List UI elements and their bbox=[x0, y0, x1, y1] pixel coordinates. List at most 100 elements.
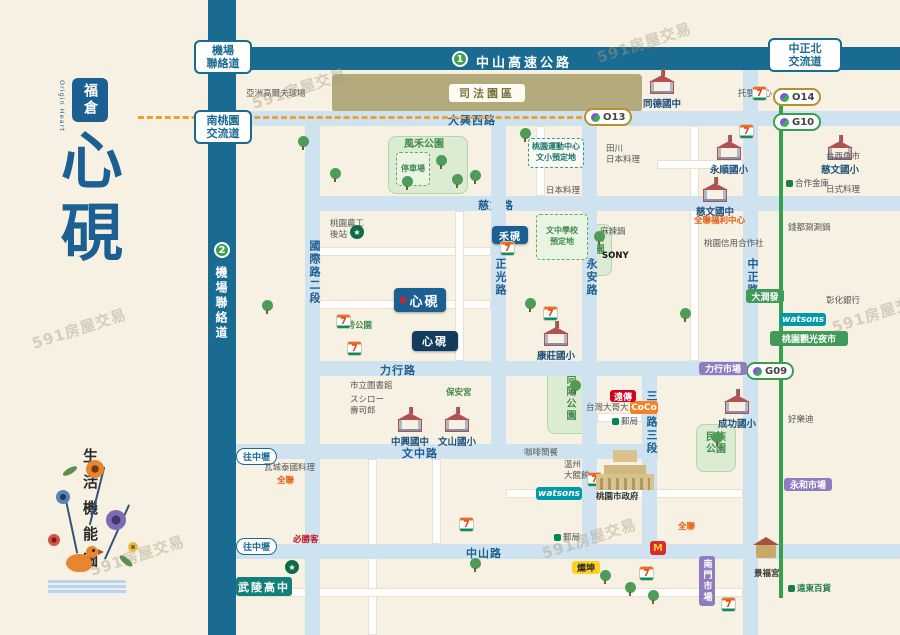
poi-label: 亞洲高爾夫球場 bbox=[246, 89, 306, 99]
tree-icon bbox=[470, 558, 481, 572]
seven-eleven-icon: 7 bbox=[459, 517, 474, 532]
road bbox=[582, 126, 597, 559]
brand-logo: 福倉 bbox=[72, 78, 108, 122]
metro-station-code: G09 bbox=[765, 365, 788, 377]
tree-icon bbox=[402, 176, 413, 190]
bird-eye-icon bbox=[92, 549, 95, 552]
seven-eleven-icon: 7 bbox=[500, 241, 515, 256]
seven-eleven-icon: 7 bbox=[739, 124, 754, 139]
road-label: 永安路 bbox=[585, 258, 598, 297]
poi-label: 彰化銀行 bbox=[826, 296, 861, 306]
poi-label: 合作金庫 bbox=[786, 179, 829, 190]
project-marker: 禾硯 bbox=[492, 226, 528, 244]
school-icon bbox=[724, 389, 750, 414]
road-label: 力行路 bbox=[380, 364, 416, 377]
tree-icon bbox=[298, 136, 309, 150]
coco-tag: CoCo bbox=[630, 401, 658, 414]
school-icon bbox=[702, 177, 728, 202]
minor-road bbox=[597, 413, 642, 422]
tree-icon bbox=[330, 168, 341, 182]
airport-link-number-badge: 2 bbox=[214, 242, 230, 258]
starbucks-icon: ★ bbox=[285, 560, 299, 574]
seven-eleven-icon: 7 bbox=[543, 306, 558, 321]
school-icon bbox=[827, 135, 853, 160]
poi-label: 桃園市政府 bbox=[596, 492, 639, 502]
airport-link-label: 機場聯絡道 bbox=[214, 266, 228, 341]
direction-label: 往中壢 bbox=[236, 538, 278, 555]
post-office-icon bbox=[612, 418, 619, 425]
poi-label: 台西魚市 bbox=[826, 152, 861, 162]
tree-icon bbox=[436, 155, 447, 169]
school-label: 慈文國小 bbox=[820, 165, 859, 176]
poi-label: 好樂迪 bbox=[788, 415, 814, 425]
road bbox=[236, 444, 658, 459]
poi-label: 麻辣鍋 bbox=[600, 227, 626, 237]
poi-label: 日式料理 bbox=[826, 185, 861, 195]
metro-station-o13: O13 bbox=[584, 108, 633, 126]
bird-head-icon bbox=[86, 546, 98, 558]
road-label: 文中路 bbox=[402, 447, 438, 460]
tree-icon bbox=[470, 170, 481, 184]
starbucks-icon: ★ bbox=[350, 225, 364, 239]
yonghe-market-tag: 永和市場 bbox=[784, 478, 832, 491]
poi-label: 市立圖書館 bbox=[350, 381, 393, 391]
metro-station-g10: G10 bbox=[773, 113, 822, 131]
judicial-park-area: 司法園區 bbox=[332, 74, 642, 112]
floral-decoration bbox=[0, 430, 170, 635]
flower-icon bbox=[128, 542, 138, 552]
mcdonalds-icon: M bbox=[650, 541, 666, 555]
fetnet-tag: 遠傳 bbox=[610, 390, 636, 403]
school-icon bbox=[444, 407, 470, 432]
minor-road bbox=[318, 247, 491, 256]
seven-eleven-icon: 7 bbox=[347, 341, 362, 356]
freeway-label: 中山高速公路 bbox=[476, 56, 573, 71]
road bbox=[305, 126, 320, 635]
school: 成功國小 bbox=[715, 389, 759, 430]
airport-link-road bbox=[208, 0, 236, 635]
flower-icon bbox=[86, 460, 104, 478]
minor-road bbox=[657, 160, 743, 169]
school-icon bbox=[397, 407, 423, 432]
park-label: 公園 bbox=[591, 232, 603, 256]
brand-seal-icon bbox=[400, 297, 407, 303]
metro-logo-icon bbox=[591, 112, 600, 122]
tree-icon bbox=[594, 231, 605, 245]
nanmen-market-tag: 南門市場 bbox=[699, 556, 715, 606]
tree-icon bbox=[712, 432, 723, 446]
poi-label: 桃園農工後站 bbox=[330, 219, 365, 241]
project-marker-label: 心硯 bbox=[422, 335, 448, 348]
project-marker: 心硯 bbox=[394, 288, 446, 312]
reserved-site: 文中學校預定地 bbox=[536, 214, 588, 260]
freeway-number-badge: 1 bbox=[452, 51, 468, 67]
tree-icon bbox=[625, 582, 636, 596]
school-label: 中興國中 bbox=[390, 437, 429, 448]
school: 中興國中 bbox=[388, 407, 432, 448]
poi-label: 田川日本料理 bbox=[606, 144, 641, 166]
minor-road bbox=[455, 211, 464, 361]
poi-label: 台灣大哥大 bbox=[586, 403, 629, 413]
road-label: 三民路三段 bbox=[645, 390, 658, 455]
reserved-site: 桃園運動中心文小預定地 bbox=[528, 138, 584, 168]
road bbox=[318, 196, 900, 211]
school-icon bbox=[716, 135, 742, 160]
metro-logo-icon bbox=[780, 117, 789, 127]
tree-icon bbox=[525, 298, 536, 312]
direction-label: 往中壢 bbox=[236, 448, 278, 465]
school-wuling-box: 武陵高中 bbox=[236, 577, 292, 596]
poi-label: 桃園信用合作社 bbox=[704, 239, 764, 249]
metro-station-g09: G09 bbox=[746, 362, 795, 380]
poi-label: 瓦城泰國料理 bbox=[264, 463, 316, 473]
book-icon bbox=[48, 580, 126, 595]
park-label: 風禾公園 bbox=[404, 139, 444, 150]
interchange-label: 中正北交流道 bbox=[768, 38, 842, 72]
judicial-park-label: 司法園區 bbox=[449, 84, 525, 102]
interchange-label: 機場聯絡道 bbox=[194, 40, 252, 74]
zhongshan-freeway bbox=[208, 47, 900, 70]
leaf-icon bbox=[61, 464, 79, 478]
metro-logo-icon bbox=[780, 92, 789, 102]
road-label: 國際路二段 bbox=[308, 240, 321, 305]
watsons-tag: watsons bbox=[780, 313, 826, 326]
flower-icon bbox=[48, 534, 60, 546]
project-marker: 心硯 bbox=[412, 331, 458, 351]
temple-icon bbox=[756, 545, 776, 558]
